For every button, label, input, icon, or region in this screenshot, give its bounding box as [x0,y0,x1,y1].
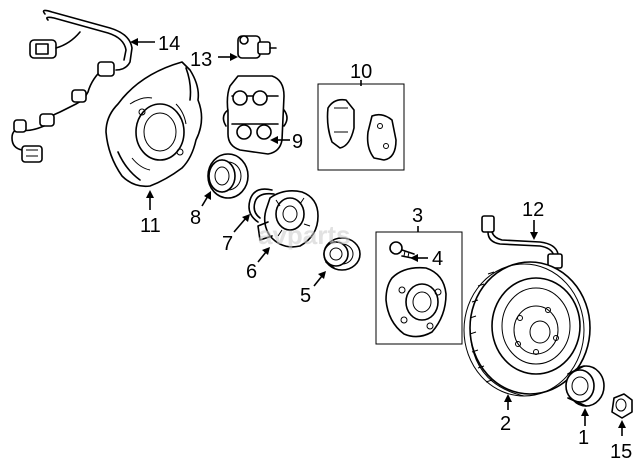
callout-5: 5 [300,285,311,307]
part-7-snap-ring[interactable] [248,188,275,223]
callout-7: 7 [222,233,233,255]
arrowhead-1 [581,408,589,416]
arrowhead-5 [318,271,326,279]
callout-2: 2 [500,413,511,435]
callout-3: 3 [412,205,423,227]
part-9-brake-caliper[interactable] [222,75,288,155]
arrowhead-8 [204,191,211,200]
part-14-abs-sensor-wire[interactable] [11,9,133,163]
callout-1: 1 [578,427,589,449]
callout-13: 13 [190,49,212,71]
leader-arrows [130,38,626,436]
part-2-brake-rotor[interactable] [463,261,591,397]
part-5-bearing-seal[interactable] [323,237,361,271]
part-15-lug-nut[interactable] [611,393,633,419]
arrowhead-11 [146,190,154,198]
leader-5 [313,275,323,287]
callout-8: 8 [190,207,201,229]
arrowhead-7 [242,214,250,222]
hub-box [375,231,463,345]
part-11-dust-shield[interactable] [105,61,203,188]
part-4-hub-bolt[interactable] [389,241,415,259]
watermark: avparts [258,220,351,250]
part-13-speed-sensor[interactable] [237,35,277,59]
callout-11: 11 [140,215,161,237]
arrowhead-15 [618,420,626,428]
callout-9: 9 [292,131,303,153]
arrowhead-14 [130,38,138,46]
callout-6: 6 [246,261,257,283]
arrowhead-2 [504,394,512,402]
part-12-brake-hose[interactable] [481,215,563,269]
arrowhead-9 [270,136,278,144]
callout-labels: 14 13 10 9 11 8 7 6 5 3 4 12 2 1 15 [140,33,632,463]
callout-14: 14 [158,33,180,55]
part-10-brake-pads[interactable] [317,83,405,171]
callout-12: 12 [522,199,544,221]
part-8-wheel-bearing[interactable] [207,153,249,199]
arrowhead-4 [410,254,418,262]
callout-15: 15 [610,441,632,463]
arrowhead-13 [230,53,238,61]
part-3-hub-assembly[interactable] [375,231,463,345]
leader-6 [257,251,267,263]
part-1-grease-cap[interactable] [565,365,605,407]
leader-7 [233,217,247,233]
callout-10: 10 [350,61,372,83]
part-6-hub-knuckle[interactable] [257,190,319,248]
arrowhead-6 [262,247,270,255]
arrowhead-12 [530,232,538,240]
callout-4: 4 [432,248,443,270]
